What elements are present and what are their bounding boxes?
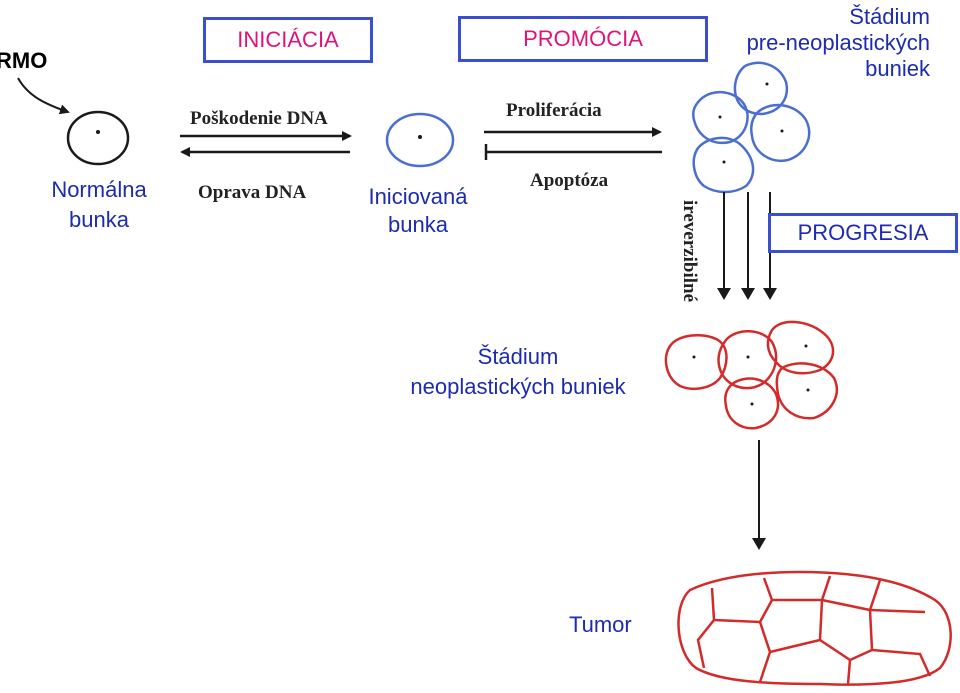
normal-line-2: bunka — [69, 207, 129, 232]
normal-cell — [66, 110, 130, 166]
pre-stage-line-1: Štádium — [849, 4, 930, 29]
normal-line-1: Normálna — [51, 177, 147, 202]
initiated-cell-label: Iniciovaná bunka — [360, 183, 476, 239]
progression-box: PROGRESIA — [768, 213, 958, 253]
rmo-arrow — [17, 77, 70, 115]
pre-neoplastic-stage-label: Štádium pre-neoplastických buniek — [747, 4, 930, 82]
irreversible-arrows — [717, 192, 777, 300]
initiated-line-1: Iniciovaná — [368, 184, 468, 209]
neo-stage-line-2: neoplastických buniek — [410, 374, 626, 399]
promotion-box: PROMÓCIA — [458, 16, 708, 62]
initiation-title: INICIÁCIA — [237, 27, 339, 52]
rmo-label: RMO — [0, 48, 48, 73]
neoplastic-cluster — [664, 320, 839, 430]
promotion-title: PROMÓCIA — [523, 26, 643, 51]
tumor-label: Tumor — [569, 612, 632, 637]
neoplastic-stage-label: Štádium neoplastických buniek — [400, 342, 636, 402]
initiated-line-2: bunka — [388, 212, 448, 237]
normal-cell-label: Normálna bunka — [44, 175, 154, 235]
dna-repair-label: Oprava DNA — [198, 182, 307, 203]
pre-neoplastic-cluster — [692, 61, 811, 194]
progression-title: PROGRESIA — [797, 220, 929, 245]
pre-stage-line-2: pre-neoplastických — [746, 30, 930, 55]
tumor-mass — [677, 570, 952, 686]
pre-stage-line-3: buniek — [865, 56, 930, 81]
apoptosis-label: Apoptóza — [530, 170, 609, 191]
initiation-box: INICIÁCIA — [203, 17, 373, 63]
dna-damage-label: Poškodenie DNA — [190, 108, 328, 129]
initiated-cell — [385, 112, 455, 168]
neo-stage-line-1: Štádium — [477, 344, 559, 369]
apoptosis-line — [484, 144, 662, 160]
irreversible-label: ireverzibilné — [679, 200, 700, 303]
proliferation-label: Proliferácia — [506, 100, 602, 121]
